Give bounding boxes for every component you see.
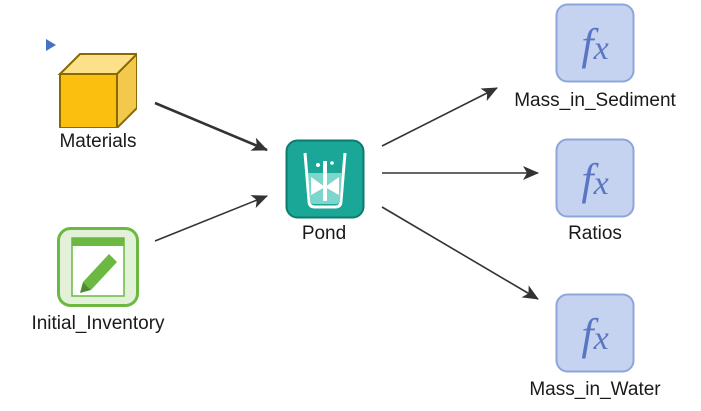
edge-pond-to-mass-in-sediment[interactable] <box>381 87 498 147</box>
node-pond[interactable]: Pond <box>270 135 380 255</box>
function-icon: fx <box>555 3 635 83</box>
edge-initial-inventory-to-pond[interactable] <box>154 195 268 242</box>
edit-form-icon <box>57 227 139 307</box>
node-ratios[interactable]: fx Ratios <box>535 135 655 255</box>
node-label: Pond <box>301 223 347 244</box>
node-label: Materials <box>59 131 137 152</box>
node-label: Mass_in_Water <box>529 379 661 400</box>
node-materials[interactable]: Materials <box>40 40 160 160</box>
edge-pond-to-mass-in-water[interactable] <box>381 206 539 300</box>
function-icon: fx <box>555 138 635 218</box>
edge-materials-to-pond[interactable] <box>154 101 268 152</box>
cube-icon <box>57 52 137 128</box>
expand-triangle-icon[interactable] <box>45 38 57 52</box>
beaker-mixer-icon <box>285 139 365 219</box>
function-icon: fx <box>555 293 635 373</box>
node-label: Initial_Inventory <box>31 313 165 334</box>
node-label: Ratios <box>568 223 622 244</box>
node-initial-inventory[interactable]: Initial_Inventory <box>20 225 180 345</box>
node-mass-in-sediment[interactable]: fx Mass_in_Sediment <box>500 0 690 120</box>
node-mass-in-water[interactable]: fx Mass_in_Water <box>510 290 680 410</box>
node-label: Mass_in_Sediment <box>514 90 676 111</box>
